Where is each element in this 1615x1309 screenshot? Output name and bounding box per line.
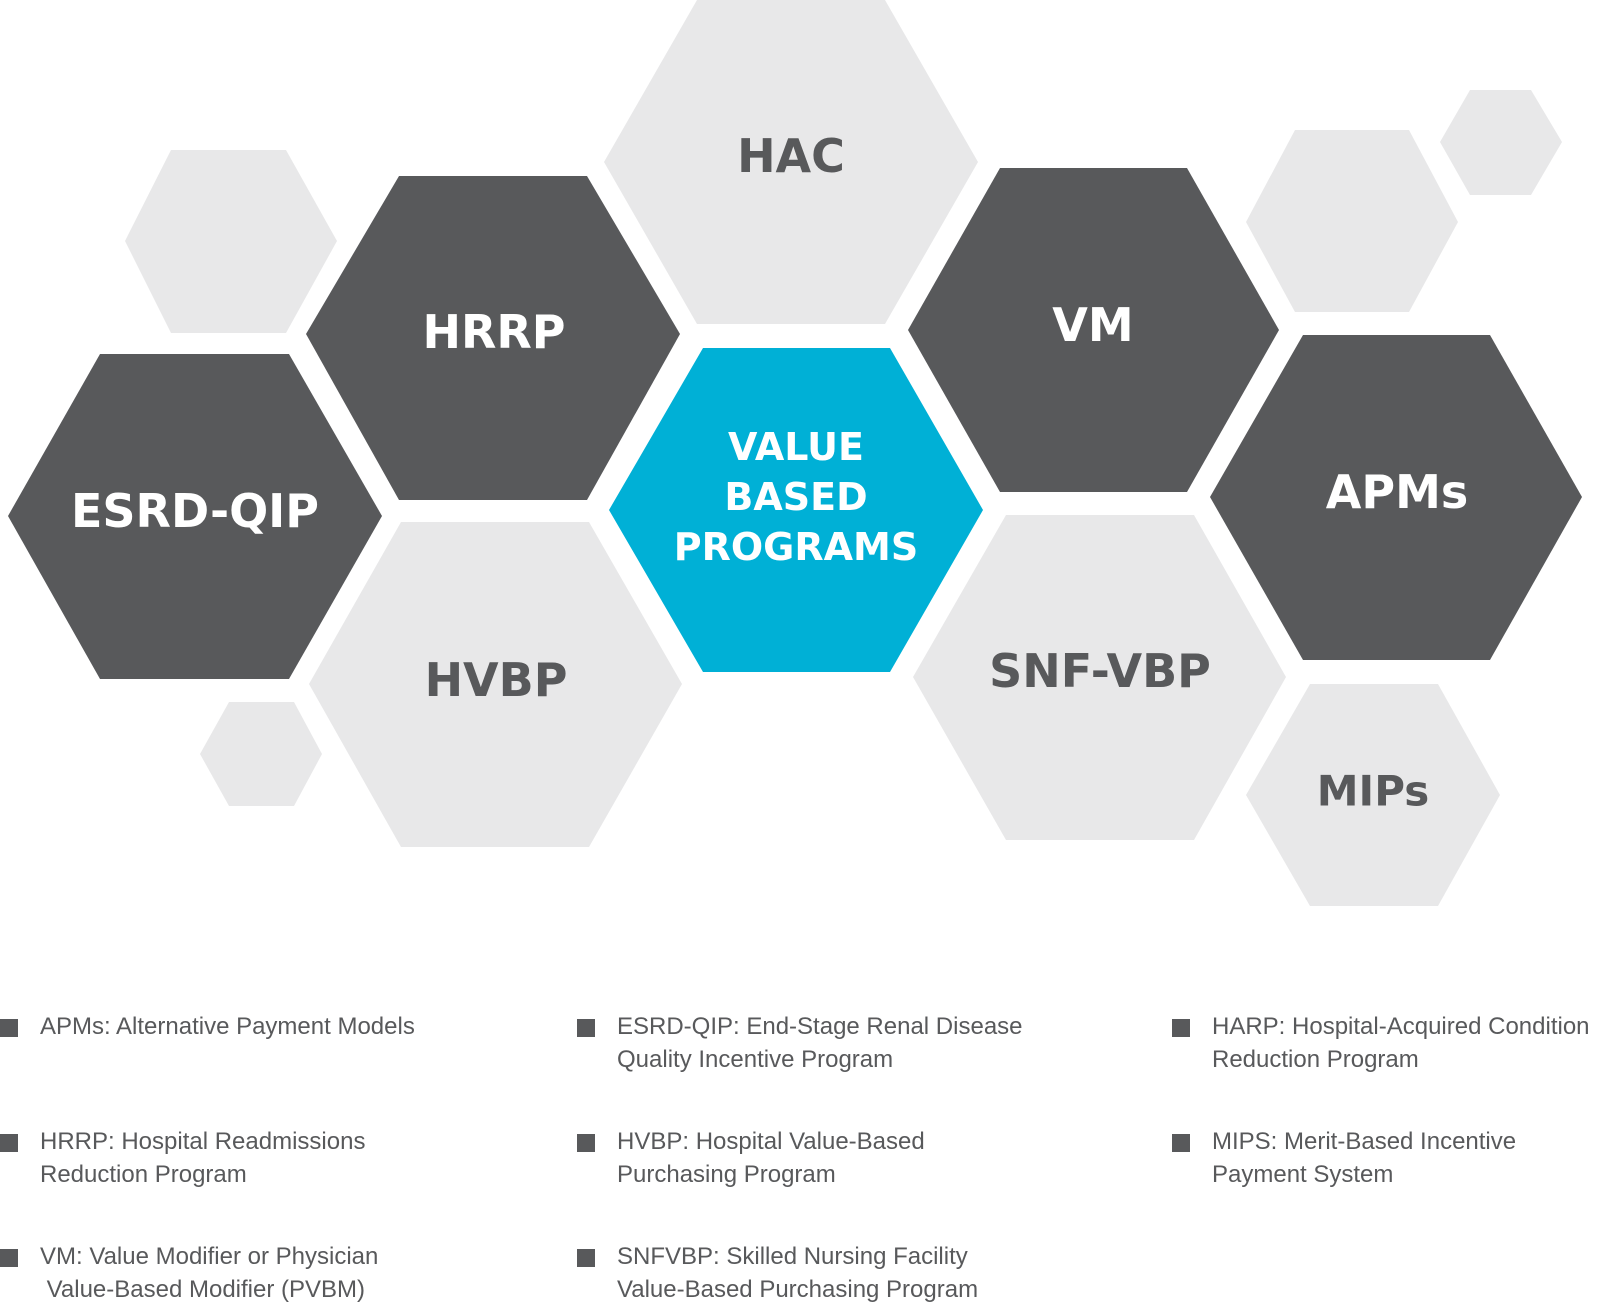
hexagon-label-line: VALUE bbox=[728, 425, 864, 469]
hexagon-value-based-programs: VALUE BASED PROGRAMS bbox=[609, 348, 983, 672]
hexagon-label: HVBP bbox=[425, 653, 568, 707]
legend-item-mips: MIPS: Merit-Based Incentive Payment Syst… bbox=[1172, 1125, 1516, 1191]
decorative-hexagon bbox=[125, 150, 337, 333]
hexagon-label: ESRD-QIP bbox=[71, 484, 319, 538]
legend-text: HVBP: Hospital Value-Based Purchasing Pr… bbox=[617, 1128, 925, 1188]
hexagon-shape bbox=[1246, 684, 1500, 906]
hexagon-esrd-qip: ESRD-QIP bbox=[8, 354, 382, 679]
square-bullet-icon bbox=[0, 1249, 18, 1267]
hexagon-shape bbox=[306, 176, 680, 500]
hexagon-shape bbox=[609, 348, 983, 672]
hexagon-label: HRRP bbox=[422, 305, 565, 359]
hexagon-shape bbox=[1210, 335, 1582, 660]
legend-text: MIPS: Merit-Based Incentive Payment Syst… bbox=[1212, 1128, 1517, 1188]
hexagon-label: VM bbox=[1052, 298, 1133, 352]
square-bullet-icon bbox=[0, 1019, 18, 1037]
decorative-hexagon bbox=[200, 702, 322, 806]
hexagon-label: MIPs bbox=[1317, 767, 1429, 816]
hexagon-label-line: BASED bbox=[724, 475, 867, 519]
legend-text: ESRD-QIP: End-Stage Renal Disease Qualit… bbox=[617, 1013, 1023, 1073]
hexagon-label: HAC bbox=[737, 129, 845, 183]
hexagon-shape bbox=[913, 515, 1286, 840]
square-bullet-icon bbox=[577, 1019, 595, 1037]
square-bullet-icon bbox=[577, 1134, 595, 1152]
hexagon-shape bbox=[604, 0, 978, 324]
legend-item-apms: APMs: Alternative Payment Models bbox=[0, 1010, 415, 1043]
legend-text: APMs: Alternative Payment Models bbox=[40, 1013, 415, 1040]
square-bullet-icon bbox=[1172, 1134, 1190, 1152]
hexagon-label: SNF-VBP bbox=[989, 644, 1211, 698]
hexagon-shape bbox=[908, 168, 1279, 492]
legend-item-vm: VM: Value Modifier or Physician Value-Ba… bbox=[0, 1240, 378, 1306]
hexagon-snf-vbp: SNF-VBP bbox=[913, 515, 1286, 840]
hexagon-mips: MIPs bbox=[1246, 684, 1500, 906]
legend-text: HRRP: Hospital Readmissions Reduction Pr… bbox=[40, 1128, 366, 1188]
hexagon-apms: APMs bbox=[1210, 335, 1582, 660]
legend-item-hvbp: HVBP: Hospital Value-Based Purchasing Pr… bbox=[577, 1125, 925, 1191]
legend-item-snfvbp: SNFVBP: Skilled Nursing Facility Value-B… bbox=[577, 1240, 978, 1306]
hexagon-label: VALUE BASED PROGRAMS bbox=[674, 425, 918, 569]
hexagon-vm: VM bbox=[908, 168, 1279, 492]
legend-text: SNFVBP: Skilled Nursing Facility Value-B… bbox=[617, 1243, 979, 1303]
legend-text: VM: Value Modifier or Physician Value-Ba… bbox=[40, 1243, 379, 1303]
square-bullet-icon bbox=[577, 1249, 595, 1267]
hexagon-shape bbox=[309, 522, 682, 847]
hexagon-shape bbox=[8, 354, 382, 679]
hexagon-hac: HAC bbox=[604, 0, 978, 324]
square-bullet-icon bbox=[0, 1134, 18, 1152]
legend-item-hrrp: HRRP: Hospital Readmissions Reduction Pr… bbox=[0, 1125, 365, 1191]
legend-item-esrd-qip: ESRD-QIP: End-Stage Renal Disease Qualit… bbox=[577, 1010, 1023, 1076]
hexagon-hvbp: HVBP bbox=[309, 522, 682, 847]
legend-text: HARP: Hospital-Acquired Condition Reduct… bbox=[1212, 1013, 1590, 1073]
decorative-hexagon bbox=[1246, 130, 1458, 312]
hexagon-label-line: PROGRAMS bbox=[674, 525, 918, 569]
square-bullet-icon bbox=[1172, 1019, 1190, 1037]
hexagon-hrrp: HRRP bbox=[306, 176, 680, 500]
legend-item-harp: HARP: Hospital-Acquired Condition Reduct… bbox=[1172, 1010, 1590, 1076]
decorative-hexagon bbox=[1440, 90, 1562, 195]
hexagon-label: APMs bbox=[1326, 465, 1468, 519]
